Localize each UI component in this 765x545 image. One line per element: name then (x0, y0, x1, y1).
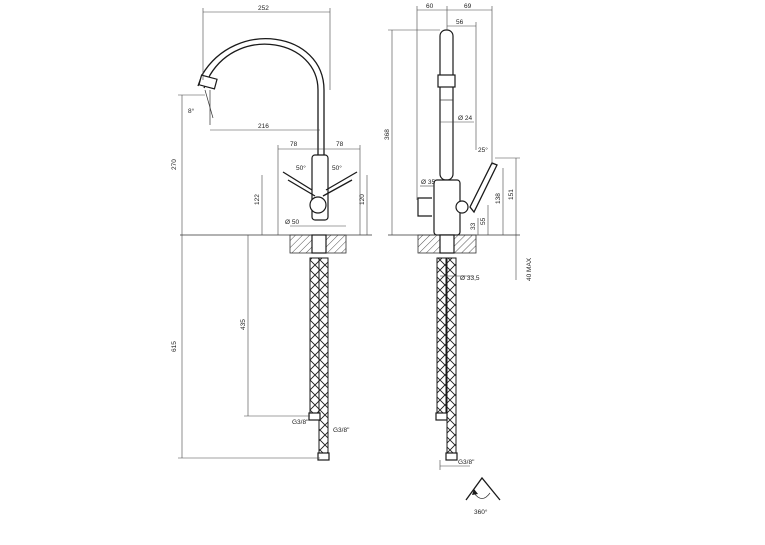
side-lever (469, 162, 498, 214)
side-thread: G3/8" (458, 459, 475, 466)
dim-60: 60 (426, 3, 434, 10)
spout-inner (197, 38, 325, 200)
dim-50deg-right: 50° (332, 164, 342, 172)
dim-120: 120 (359, 194, 366, 205)
spout-outer (203, 43, 319, 200)
dim-78-right: 78 (336, 141, 344, 148)
dim-151: 151 (508, 189, 515, 200)
side-spout (439, 29, 454, 181)
dim-368: 368 (384, 129, 391, 140)
side-hose-back (436, 257, 447, 414)
front-view: 252 216 8° 270 78 78 50° 50° 122 120 Ø 5… (171, 5, 372, 461)
dim-d50: Ø 50 (285, 219, 299, 226)
handle-left-inner (287, 179, 316, 197)
tap-body-knob (309, 196, 327, 214)
dim-33: 33 (470, 222, 477, 230)
dim-435: 435 (240, 319, 247, 330)
dim-d24: Ø 24 (458, 115, 472, 122)
aerator (198, 74, 218, 90)
dim-138: 138 (495, 193, 502, 204)
rotation-chevron (465, 476, 501, 501)
deck-hole (311, 234, 327, 254)
hose-left-nut (308, 412, 321, 421)
handle-left (282, 171, 313, 191)
dim-69: 69 (464, 3, 472, 10)
dim-d335: Ø 33,5 (460, 275, 480, 282)
dim-78-left: 78 (290, 141, 298, 148)
rotation-arrow-icon (473, 492, 491, 499)
rotation-symbol: 360° (465, 476, 501, 516)
handle-right-inner (322, 179, 353, 197)
hose-left (309, 257, 320, 414)
hose-right-nut (317, 452, 330, 461)
thread-right: G3/8" (333, 427, 350, 434)
dim-252: 252 (258, 5, 269, 12)
side-view: 60 69 56 368 Ø 24 25° Ø 35 151 138 55 33… (384, 3, 533, 470)
handle-right (325, 171, 358, 191)
side-lever-pivot (455, 200, 469, 214)
dim-56: 56 (456, 19, 464, 26)
side-spout-collar (437, 74, 456, 88)
side-hose-front (446, 257, 457, 454)
thread-left: G3/8" (292, 419, 309, 426)
dim-d35: Ø 35 (421, 179, 435, 186)
dim-angle-8: 8° (188, 107, 195, 115)
dim-122: 122 (254, 194, 261, 205)
dim-270: 270 (171, 159, 178, 170)
dim-25deg: 25° (478, 146, 488, 154)
spout-angle-line (204, 89, 214, 119)
hose-right (318, 257, 329, 454)
dim-216: 216 (258, 123, 269, 130)
dim-40max: 40 MAX (526, 257, 533, 281)
dim-50deg-left: 50° (296, 164, 306, 172)
rotation-label: 360° (474, 508, 488, 516)
dim-615: 615 (171, 341, 178, 352)
dim-55: 55 (480, 217, 487, 225)
